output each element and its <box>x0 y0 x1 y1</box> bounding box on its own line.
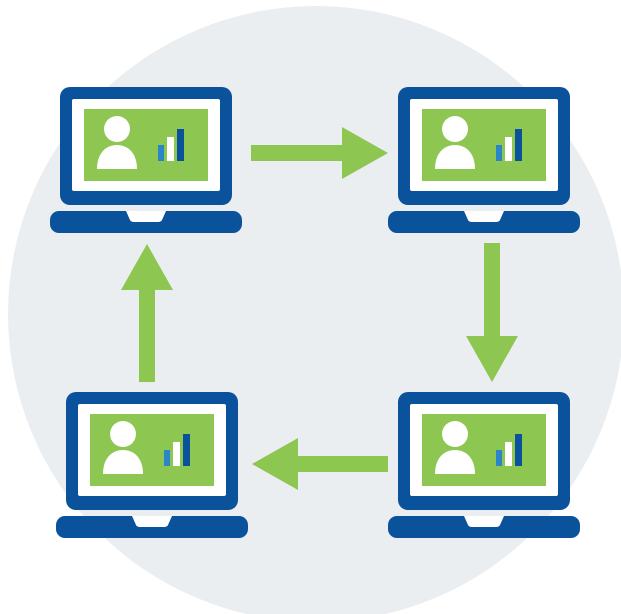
laptop-icon <box>388 87 580 233</box>
arrow-up-icon <box>121 244 173 382</box>
laptop-icon <box>56 392 248 538</box>
arrow-left-icon <box>252 438 388 490</box>
laptop-icon <box>50 87 242 233</box>
laptop-top-right <box>388 87 580 233</box>
cycle-arrows <box>121 127 518 490</box>
arrow-right-icon <box>251 127 388 179</box>
laptop-icon <box>388 392 580 538</box>
laptop-bottom-right <box>388 392 580 538</box>
arrow-down-icon <box>466 243 518 382</box>
laptop-top-left <box>50 87 242 233</box>
laptop-bottom-left <box>56 392 248 538</box>
